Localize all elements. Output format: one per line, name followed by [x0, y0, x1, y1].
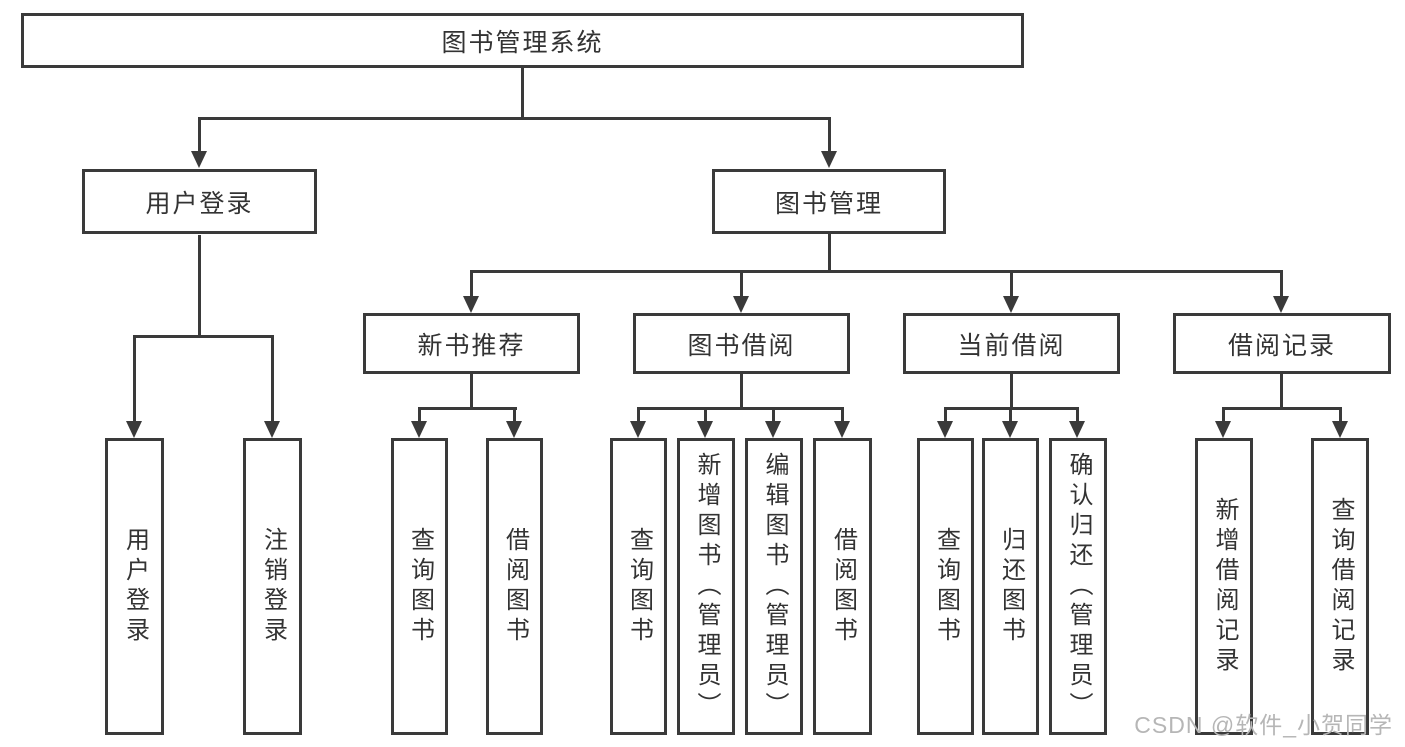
leaf-label: 查询借阅记录 — [1327, 496, 1354, 677]
node-label: 新书推荐 — [417, 331, 526, 360]
leaf-borrow-books-2: 借阅图书 — [813, 438, 872, 735]
leaf-query-books-2: 查询图书 — [610, 438, 667, 735]
arrow-to-current-borrow — [1003, 270, 1019, 313]
leaf-user-login: 用户登录 — [105, 438, 164, 735]
connector-current-borrow-stem — [1010, 374, 1013, 409]
leaf-label: 查询图书 — [625, 526, 653, 647]
leaf-label: 注销登录 — [259, 526, 287, 647]
leaf-add-borrow-record: 新增借阅记录 — [1195, 438, 1253, 735]
connector-user-login-rail — [133, 335, 274, 338]
connector-root-stem — [521, 68, 524, 118]
node-borrow-records: 借阅记录 — [1173, 313, 1391, 374]
leaf-label: 查询图书 — [932, 526, 960, 647]
leaf-borrow-books-1: 借阅图书 — [486, 438, 543, 735]
arrow-to-leaf-edit-book — [765, 407, 781, 438]
leaf-query-books-3: 查询图书 — [917, 438, 974, 735]
node-label: 图书管理系统 — [441, 28, 604, 57]
connector-level2-rail — [198, 117, 831, 120]
connector-book-management-stem — [828, 234, 831, 272]
leaf-label: 归还图书 — [997, 526, 1025, 647]
leaf-logout: 注销登录 — [243, 438, 302, 735]
node-book-management: 图书管理 — [712, 169, 946, 234]
arrow-to-leaf-borrow-books-1 — [506, 407, 522, 438]
arrow-to-leaf-confirm-return — [1069, 407, 1085, 438]
leaf-label: 查询图书 — [406, 526, 434, 647]
connector-user-login-stem — [198, 235, 201, 337]
node-label: 当前借阅 — [957, 331, 1066, 360]
connector-borrow-records-rail — [1222, 407, 1342, 410]
node-library-management-system: 图书管理系统 — [21, 13, 1024, 68]
node-label: 借阅记录 — [1227, 331, 1336, 360]
node-book-borrow: 图书借阅 — [633, 313, 850, 374]
node-new-book-recommend: 新书推荐 — [363, 313, 580, 374]
arrow-to-leaf-user-login — [126, 335, 142, 438]
leaf-label: 借阅图书 — [829, 526, 857, 647]
node-current-borrow: 当前借阅 — [903, 313, 1120, 374]
arrow-to-leaf-add-book — [697, 407, 713, 438]
leaf-label: 借阅图书 — [501, 526, 529, 647]
node-user-login: 用户登录 — [82, 169, 317, 234]
leaf-label: 新增借阅记录 — [1211, 496, 1238, 677]
connector-level3-rail — [470, 270, 1283, 273]
arrow-to-new-book-recommend — [463, 270, 479, 313]
arrow-to-user-login — [191, 117, 207, 168]
node-label: 图书管理 — [774, 189, 883, 218]
arrow-to-book-borrow — [733, 270, 749, 313]
leaf-confirm-return-admin: 确认归还（管理员） — [1049, 438, 1107, 735]
leaf-label: 新增图书（管理员） — [693, 451, 720, 722]
arrow-to-leaf-query-books-2 — [630, 407, 646, 438]
arrow-to-book-management — [821, 117, 837, 168]
leaf-edit-book-admin: 编辑图书（管理员） — [745, 438, 803, 735]
leaf-return-book: 归还图书 — [982, 438, 1039, 735]
arrow-to-leaf-query-books-3 — [937, 407, 953, 438]
leaf-label: 用户登录 — [121, 526, 149, 647]
arrow-to-leaf-add-record — [1215, 407, 1231, 438]
leaf-query-books-1: 查询图书 — [391, 438, 448, 735]
arrow-to-leaf-return-book — [1002, 407, 1018, 438]
leaf-query-borrow-record: 查询借阅记录 — [1311, 438, 1369, 735]
connector-borrow-records-stem — [1280, 374, 1283, 409]
connector-new-book-rail — [418, 407, 517, 410]
arrow-to-leaf-borrow-books-2 — [834, 407, 850, 438]
connector-book-borrow-rail — [637, 407, 844, 410]
leaf-add-book-admin: 新增图书（管理员） — [677, 438, 735, 735]
connector-book-borrow-stem — [740, 374, 743, 409]
connector-new-book-stem — [470, 374, 473, 409]
csdn-watermark: CSDN @软件_小贺同学 — [1134, 712, 1393, 738]
arrow-to-leaf-query-record — [1332, 407, 1348, 438]
arrow-to-leaf-query-books-1 — [411, 407, 427, 438]
leaf-label: 确认归还（管理员） — [1065, 451, 1092, 722]
node-label: 图书借阅 — [687, 331, 796, 360]
arrow-to-leaf-logout — [264, 335, 280, 438]
node-label: 用户登录 — [145, 189, 254, 218]
arrow-to-borrow-records — [1273, 270, 1289, 313]
leaf-label: 编辑图书（管理员） — [761, 451, 788, 722]
